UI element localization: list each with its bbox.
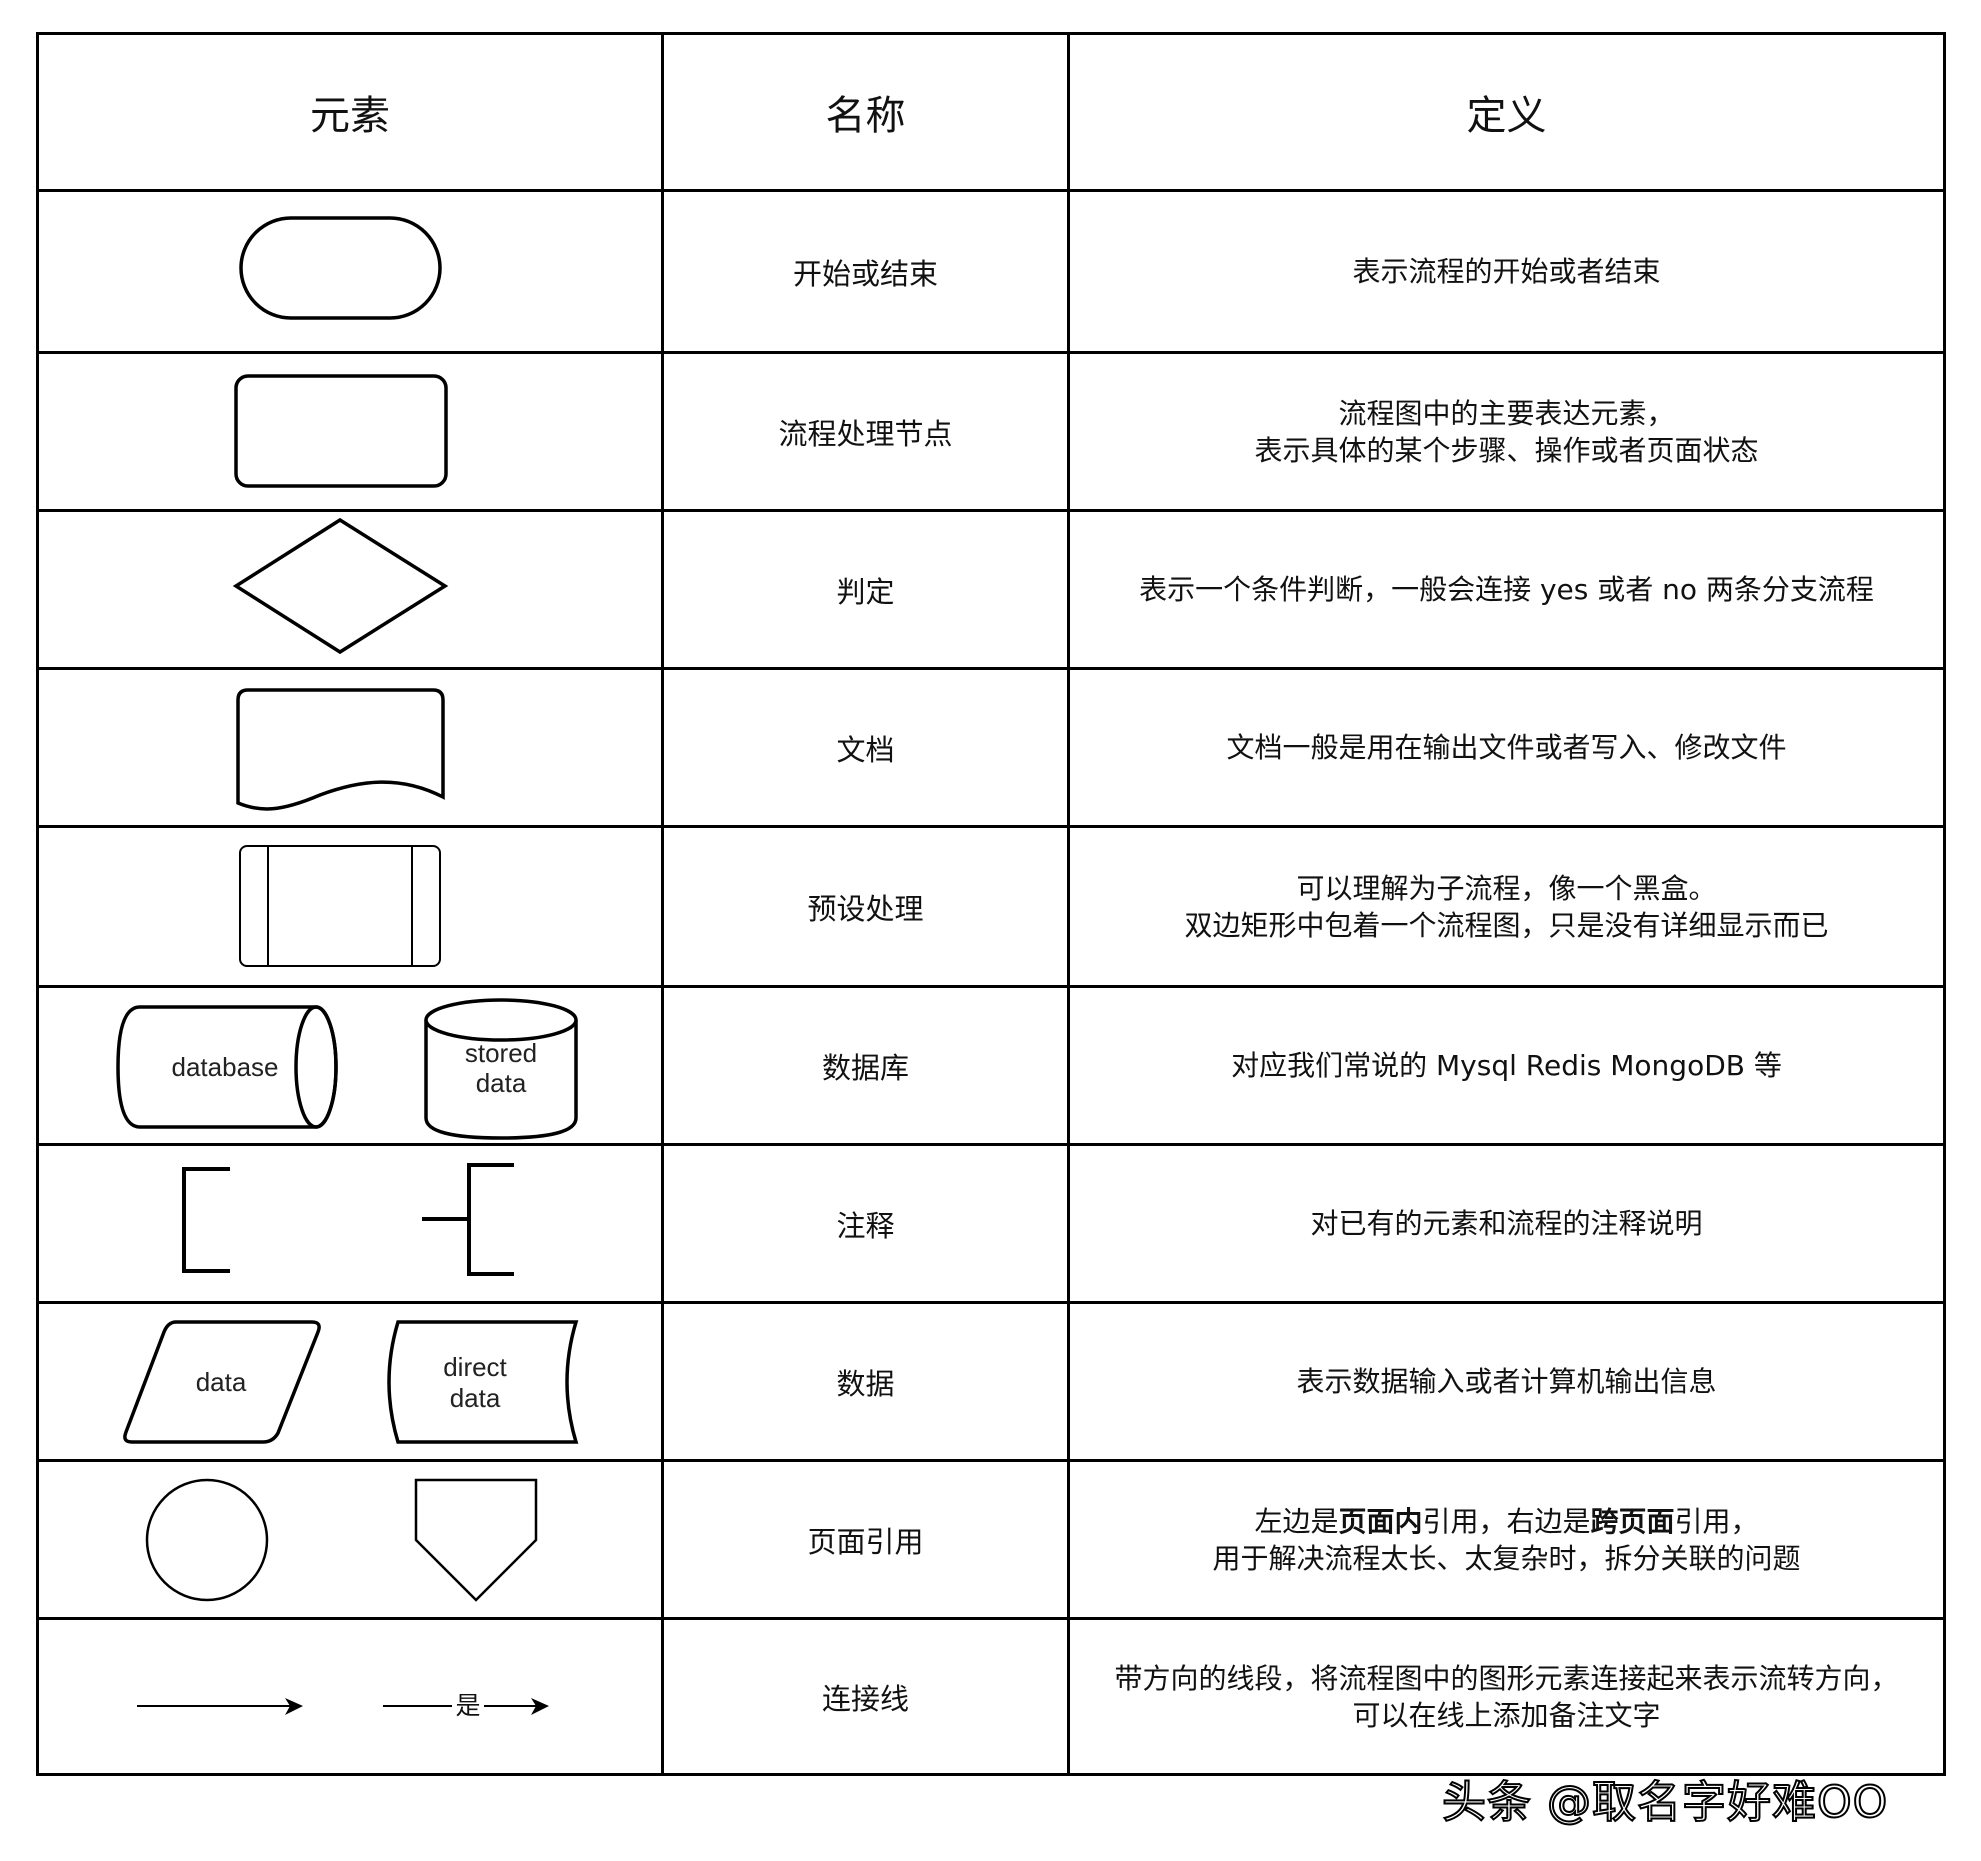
off-page-reference-pentagon-icon [414,1478,538,1602]
definition-predefined-process: 可以理解为子流程，像一个黑盒。 双边矩形中包着一个流程图，只是没有详细显示而已 [1184,871,1829,942]
document-shape-icon [236,688,445,811]
process-shape-icon [234,374,448,488]
definition-data: 表示数据输入或者计算机输出信息 [1296,1365,1717,1398]
row-divider [36,1617,1946,1620]
name-data: 数据 [836,1366,895,1401]
header-name: 名称 [825,93,906,139]
on-page-reference-circle-icon [145,1478,269,1602]
row-divider [36,1459,1946,1462]
column-divider-2 [1067,32,1070,1776]
definition-decision: 表示一个条件判断，一般会连接 yes 或者 no 两条分支流程 [1139,573,1874,606]
data-label: data [195,1367,247,1397]
definition-terminal: 表示流程的开始或者结束 [1352,255,1661,288]
database-cylinder-icon [116,1005,338,1129]
annotation-bracket-icon [182,1167,230,1273]
predefined-process-shape-icon [239,845,441,967]
emphasis-cross-page: 跨页面 [1590,1504,1675,1538]
stored-data-cylinder-icon [424,998,578,1140]
definition-connector: 带方向的线段，将流程图中的图形元素连接起来表示流转方向， 可以在线上添加备注文字 [1114,1661,1899,1732]
terminal-shape-icon [239,216,442,320]
emphasis-in-page: 页面内 [1338,1504,1423,1538]
element-shapes-canvas [116,216,579,1715]
row-divider [36,509,1946,512]
decision-shape-icon [232,517,449,655]
flowchart-symbol-table [36,32,1946,1776]
row-divider [36,1143,1946,1146]
name-document: 文档 [836,732,895,767]
header-element: 元素 [310,93,390,139]
definition-annotation: 对已有的元素和流程的注释说明 [1310,1207,1703,1240]
stored-data-label: stored data [464,1038,538,1098]
row-divider [36,985,1946,988]
definition-process: 流程图中的主要表达元素， 表示具体的某个步骤、操作或者页面状态 [1254,396,1759,467]
arrow-connector-icon [137,1698,303,1715]
name-process: 流程处理节点 [778,416,953,451]
name-page-reference: 页面引用 [807,1524,924,1559]
labeled-arrow-connector-icon [383,1698,549,1715]
direct-data-icon [387,1320,579,1444]
database-label: database [171,1052,279,1082]
definition-database: 对应我们常说的 Mysql Redis MongoDB 等 [1231,1049,1782,1082]
direct-data-label: direct data [443,1352,507,1413]
name-terminal: 开始或结束 [792,256,938,291]
row-divider [36,1301,1946,1304]
annotation-bracket-with-connector-icon [422,1163,514,1276]
name-predefined-process: 预设处理 [807,891,924,926]
definition-document: 文档一般是用在输出文件或者写入、修改文件 [1226,731,1787,764]
row-divider [36,667,1946,670]
name-database: 数据库 [821,1050,909,1085]
name-annotation: 注释 [836,1208,895,1243]
row-divider [36,189,1946,192]
header-definition: 定义 [1466,93,1547,139]
column-divider-1 [661,32,664,1776]
arrow-label: 是 [455,1691,481,1720]
name-decision: 判定 [836,574,895,609]
definition-line-1: 左边是页面内引用，右边是跨页面引用， [1254,1504,1759,1538]
name-connector: 连接线 [821,1681,909,1716]
row-divider [36,351,1946,354]
data-parallelogram-icon [123,1320,321,1444]
row-divider [36,825,1946,828]
definition-page-reference: 左边是页面内引用，右边是跨页面引用， 用于解决流程太长、太复杂时，拆分关联的问题 [1212,1504,1801,1575]
watermark: 头条 @取名字好难OO [1441,1776,1889,1829]
